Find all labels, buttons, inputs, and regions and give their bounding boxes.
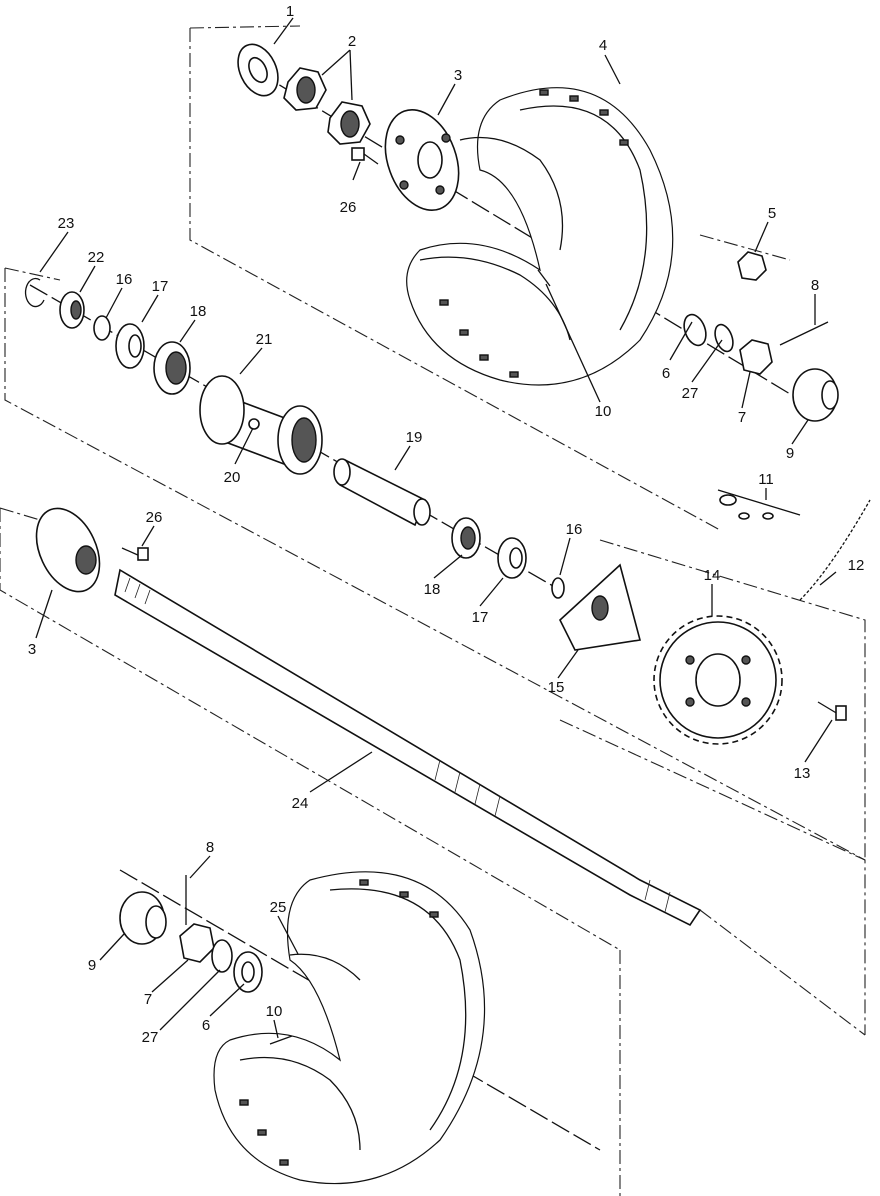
callout-17-right: 17: [472, 609, 489, 626]
callout-8-bottom: 8: [206, 839, 214, 856]
part-spacer-tube-19: [333, 458, 431, 527]
callout-16-right: 16: [566, 521, 583, 538]
leader-lines: [35, 17, 837, 1039]
tire-tread-blocks-bottom: [239, 879, 439, 1166]
part-valve-10-bottom: [269, 1035, 293, 1045]
part-bearing-18-left: [153, 341, 191, 395]
part-seal-22: [59, 291, 85, 329]
callout-14: 14: [704, 567, 721, 584]
callout-19: 19: [406, 429, 423, 446]
callout-10-top: 10: [595, 403, 612, 420]
callout-9-bottom: 9: [88, 957, 96, 974]
part-castle-nut-7-bottom: [179, 923, 215, 963]
callout-6-bottom: 6: [202, 1017, 210, 1034]
part-chain-12: [799, 499, 871, 601]
part-washer-1: [237, 43, 279, 97]
part-nut-5: [737, 251, 767, 281]
callout-12: 12: [848, 557, 865, 574]
part-cotter-pin-8-top: [779, 321, 829, 346]
callout-18-left: 18: [190, 303, 207, 320]
callout-18-right: 18: [424, 581, 441, 598]
part-bolt-26-lower: [121, 547, 149, 561]
part-cap-9-bottom: [119, 891, 167, 945]
callout-8-top: 8: [811, 277, 819, 294]
callout-10-bottom: 10: [266, 1003, 283, 1020]
callout-17-left: 17: [152, 278, 169, 295]
callout-7-bottom: 7: [144, 991, 152, 1008]
callout-9-top: 9: [786, 445, 794, 462]
callout-3-top: 3: [454, 67, 462, 84]
part-castle-nuts-2: [283, 67, 371, 145]
part-washers-6-27-top: [683, 313, 734, 353]
callout-11: 11: [758, 471, 774, 488]
part-sprocket-hub-15: [559, 563, 642, 651]
part-grease-fitting-20: [248, 418, 260, 430]
part-hub-3: [384, 108, 460, 212]
callout-1: 1: [286, 3, 294, 20]
part-bearing-race-17-left: [115, 323, 145, 369]
part-axle-housing-21: [199, 375, 323, 475]
tire-tread-blocks: [439, 89, 629, 378]
part-sprocket-14: [653, 615, 783, 745]
callout-23: 23: [58, 215, 75, 232]
callout-25: 25: [270, 899, 287, 916]
part-snap-ring-23: [24, 277, 45, 308]
callout-4: 4: [599, 37, 607, 54]
assembly-boundary-lines: [0, 25, 866, 1196]
callout-27-top: 27: [682, 385, 699, 402]
callout-22: 22: [88, 249, 105, 266]
part-axle-24: [35, 507, 702, 927]
part-washers-6-27-bottom: [211, 939, 263, 993]
part-bolt-26-top: [351, 147, 379, 165]
callout-labels: 1 2 3 4 5 23 22 16 17 18 21 26 10 8 6 27…: [28, 3, 865, 1046]
callout-16-left: 16: [116, 271, 133, 288]
callout-6-top: 6: [662, 365, 670, 382]
callout-26-top: 26: [340, 199, 357, 216]
part-o-ring-16-left: [93, 315, 111, 341]
part-bearing-race-17-right: [497, 537, 527, 579]
part-castle-nut-7-top: [739, 339, 773, 375]
part-master-link-11: [717, 489, 801, 520]
callout-27-bottom: 27: [142, 1029, 159, 1046]
callout-21: 21: [256, 331, 273, 348]
callout-24: 24: [292, 795, 309, 812]
part-bolt-13: [817, 701, 847, 721]
callout-3-lower: 3: [28, 641, 36, 658]
callout-7-top: 7: [738, 409, 746, 426]
callout-5: 5: [768, 205, 776, 222]
part-valve-10-top: [537, 269, 551, 287]
callout-2: 2: [348, 33, 356, 50]
part-o-ring-16-right: [551, 577, 565, 599]
callout-26-lower: 26: [146, 509, 163, 526]
part-tire-25: [213, 871, 486, 1185]
axle-spline-marks: [124, 577, 671, 913]
part-cap-9-top: [792, 368, 839, 422]
part-bearing-18-right: [451, 517, 481, 559]
callout-15: 15: [548, 679, 565, 696]
part-tire-4: [406, 87, 674, 386]
callout-20: 20: [224, 469, 241, 486]
callout-13: 13: [794, 765, 811, 782]
